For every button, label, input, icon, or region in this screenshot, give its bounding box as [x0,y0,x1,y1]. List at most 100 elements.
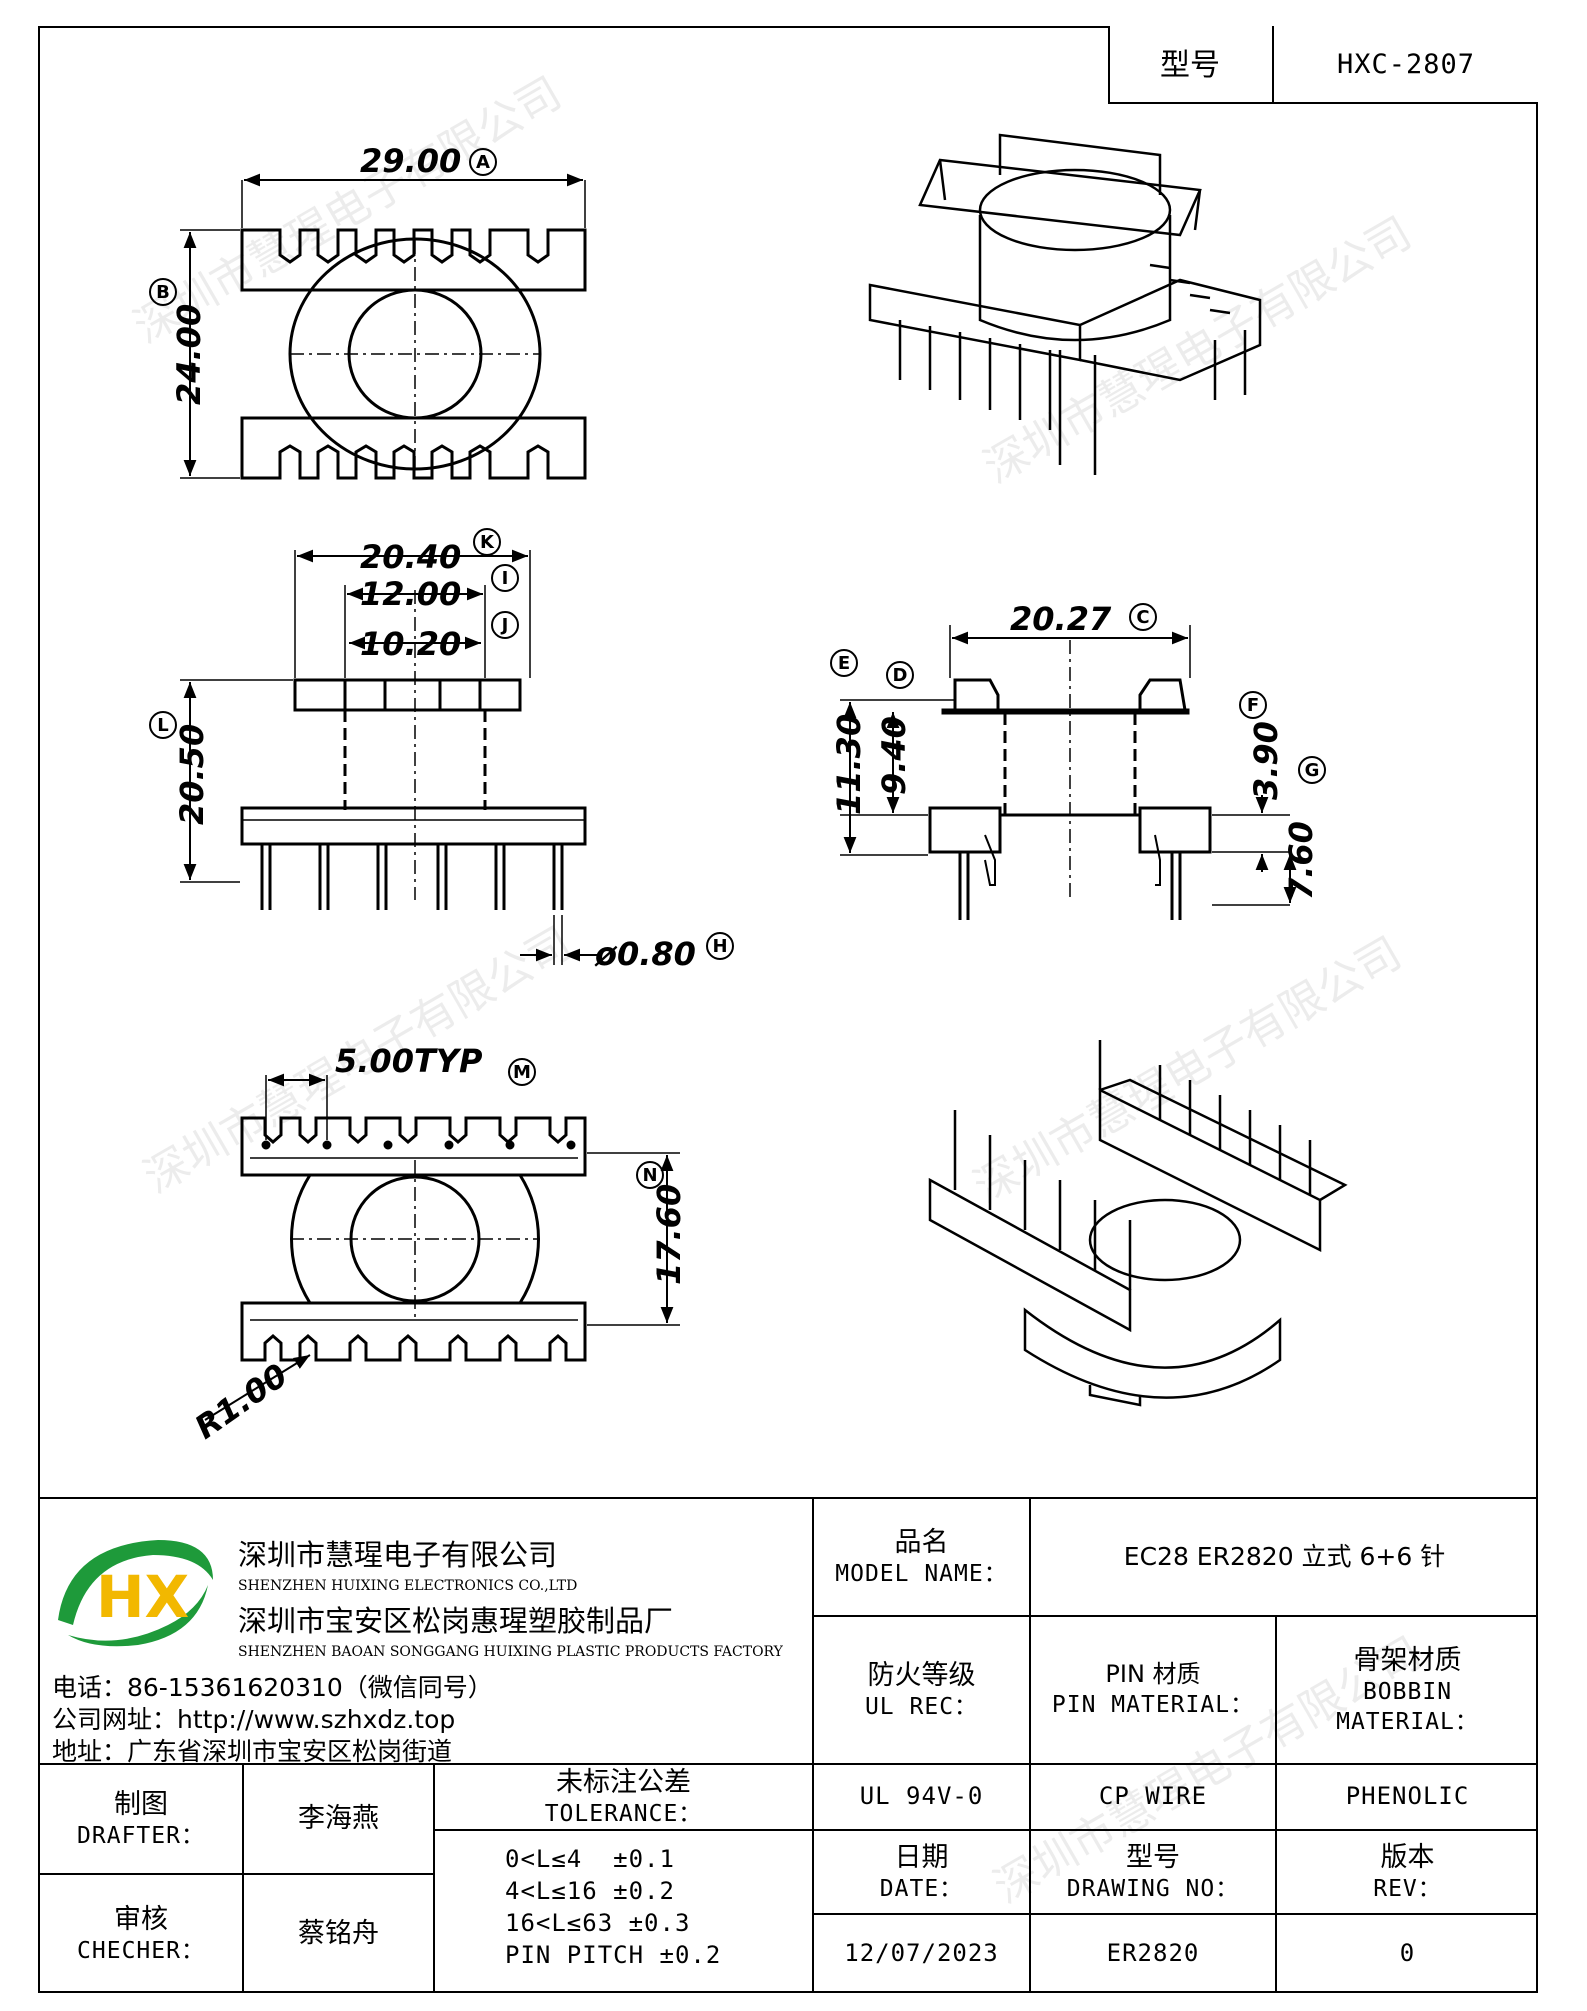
header-divider [1272,26,1274,104]
company-phone: 电话：86-15361620310（微信同号） [52,1673,493,1702]
svg-text:C: C [1136,607,1149,628]
model-name-label: 品名 MODEL NAME： [835,1526,1008,1587]
header-model-box [1108,26,1538,104]
bottom-view-bobbin [240,1116,587,1362]
titleblock-vline-tol [433,1763,435,1993]
dim-r100: R1.00 [188,1356,295,1447]
tolerance-line: PIN PITCH ±0.2 [505,1941,722,1969]
company-website: 公司网址：http://www.szhxdz.top [52,1705,456,1734]
tag-n: N [636,1161,664,1189]
dim-2050: 20.50 [173,724,211,825]
svg-text:H: H [712,936,727,957]
side-view-bobbin [928,640,1212,920]
dim-500: 5.00TYP [335,1042,483,1080]
svg-text:E: E [838,653,850,674]
tag-l: L [149,711,177,739]
company-logo: HX [58,1540,213,1647]
ul-value: UL 94V-0 [859,1782,984,1811]
tolerance-line: 0<L≤4 ±0.1 [505,1845,675,1873]
dim-940: 9.40 [875,716,913,795]
dim-2040: 20.40 [360,538,461,576]
dim-2027: 20.27 [1010,600,1112,638]
top-view-bobbin [240,228,587,480]
titleblock-hline-1 [812,1615,1538,1617]
ul-label: 防火等级 UL REC： [864,1659,979,1720]
titleblock-vline-drafter [242,1763,244,1993]
company-address: 地址：广东省深圳市宝安区松岗街道 [52,1737,453,1766]
bobbin-material-label: 骨架材质 BOBBIN MATERIAL： [1336,1644,1479,1735]
tolerance-line: 4<L≤16 ±0.2 [505,1877,675,1905]
tag-a: A [469,148,497,176]
bobbin-material-value: PHENOLIC [1345,1782,1470,1811]
svg-text:I: I [502,568,509,589]
tolerance-label: 未标注公差 TOLERANCE： [544,1766,703,1827]
factory-name-en: SHENZHEN BAOAN SONGGANG HUIXING PLASTIC … [238,1644,783,1660]
dim-1020: 10.20 [360,625,461,663]
rev-label: 版本 REV： [1373,1841,1442,1902]
checker-value: 蔡铭舟 [298,1918,379,1950]
svg-text:G: G [1305,760,1320,781]
titleblock-hline-4 [38,1873,433,1875]
titleblock-vline-3 [1275,1617,1277,1993]
logo-letters: HX [96,1563,189,1631]
header-model-label: 型号 [1160,47,1220,83]
svg-text:J: J [500,615,509,636]
tag-h: H [706,932,734,960]
drafter-label: 制图 DRAFTER： [77,1788,205,1849]
tag-f: F [1239,691,1267,719]
drawing-no-label: 型号 DRAWING NO： [1066,1841,1240,1902]
svg-text:N: N [642,1165,657,1186]
factory-name-cn: 深圳市宝安区松岗惠瑆塑胶制品厂 [238,1604,674,1638]
checker-label: 审核 CHECHER： [77,1903,205,1964]
titleblock-hline-5 [434,1829,814,1831]
drawing-frame [38,26,1538,1993]
front-view-bobbin [240,590,587,910]
tag-k: K [473,528,501,556]
pin-material-label: PIN 材质 PIN MATERIAL： [1051,1660,1255,1718]
svg-text:F: F [1247,695,1259,716]
svg-text:A: A [476,152,490,173]
pin-material-value: CP WIRE [1098,1782,1208,1811]
isometric-view-top [868,133,1262,475]
titleblock-top-border [38,1497,1538,1499]
model-name-value: EC28 ER2820 立式 6+6 针 [1123,1541,1446,1571]
svg-text:K: K [480,532,495,553]
drawing-no-value: ER2820 [1106,1939,1200,1968]
titleblock-hline-2 [38,1763,1538,1765]
svg-text:L: L [157,715,168,736]
technical-drawing: 29.00 24.00 20.40 12.00 10.20 20.50 ø0.8… [149,133,1348,1447]
tag-c: C [1129,603,1157,631]
tag-b: B [149,278,177,306]
drafter-value: 李海燕 [298,1803,379,1835]
tag-e: E [830,649,858,677]
titleblock-hline-6 [812,1913,1538,1915]
isometric-view-bottom [928,1040,1348,1407]
svg-text:M: M [513,1062,531,1083]
tag-d: D [886,661,914,689]
tag-i: I [491,564,519,592]
dim-080: ø0.80 [594,935,696,973]
dim-390: 3.90 [1247,721,1285,800]
dim-760: 7.60 [1282,821,1320,900]
header-model-value: HXC-2807 [1336,49,1476,81]
titleblock-vline-2 [1029,1497,1031,1993]
company-name-en: SHENZHEN HUIXING ELECTRONICS CO.,LTD [238,1578,578,1594]
titleblock-vline-company [812,1497,814,1993]
dim-1200: 12.00 [360,575,461,613]
tolerance-list: 0<L≤4 ±0.1 4<L≤16 ±0.2 16<L≤63 ±0.3 PIN … [505,1843,805,1971]
dim-1130: 11.30 [830,714,868,815]
tag-g: G [1298,756,1326,784]
dim-24: 24.00 [170,304,208,405]
date-value: 12/07/2023 [844,1939,999,1968]
company-name-cn: 深圳市慧瑆电子有限公司 [238,1538,558,1572]
svg-text:B: B [156,282,170,303]
date-label: 日期 DATE： [879,1841,964,1902]
tag-m: M [508,1058,536,1086]
svg-text:D: D [893,665,908,686]
titleblock-hline-3 [812,1829,1538,1831]
rev-value: 0 [1399,1939,1416,1968]
dim-29: 29.00 [360,142,461,180]
tolerance-line: 16<L≤63 ±0.3 [505,1909,691,1937]
tag-j: J [491,611,519,639]
dim-1760: 17.60 [650,1184,688,1285]
